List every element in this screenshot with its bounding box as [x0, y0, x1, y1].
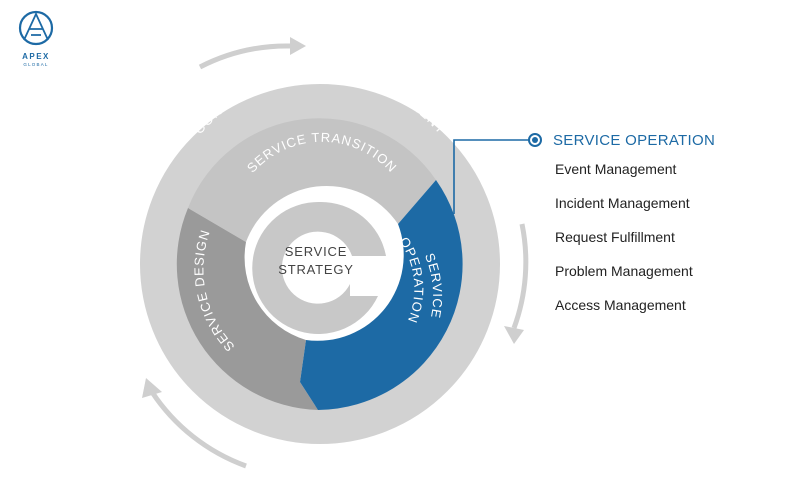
- legend-connector-line: [453, 139, 530, 214]
- service-operation-segment[interactable]: [300, 180, 463, 410]
- csi-ring: [140, 84, 500, 444]
- target-dot-icon: [528, 133, 542, 147]
- legend-item: Event Management: [555, 161, 677, 177]
- logo-peak-icon: [23, 11, 49, 41]
- bottom-arrow-head-icon: [142, 378, 162, 398]
- legend-title: SERVICE OPERATION: [553, 131, 716, 149]
- top-arrow-head-icon: [290, 37, 306, 55]
- service-strategy-label-line1: SERVICE: [285, 244, 347, 259]
- service-transition-segment: [188, 118, 436, 242]
- right-arrow-arc: [511, 223, 529, 329]
- right-arrow-head-icon: [504, 326, 524, 344]
- service-design-segment: [176, 208, 318, 410]
- legend-list: Event Management Incident Management Req…: [528, 152, 715, 322]
- service-strategy-ring: [252, 201, 386, 334]
- legend-item: Access Management: [555, 297, 686, 313]
- logo-name: APEX: [22, 52, 50, 61]
- logo-tagline: GLOBAL: [23, 62, 48, 67]
- bottom-arrow-arc: [149, 390, 247, 469]
- legend-header: SERVICE OPERATION: [528, 128, 715, 152]
- legend-item: Request Fulfillment: [555, 229, 675, 245]
- top-arrow-arc: [198, 43, 291, 70]
- service-strategy-label-line2: STRATEGY: [278, 262, 354, 277]
- legend-item: Problem Management: [555, 263, 693, 279]
- service-operation-legend: SERVICE OPERATION Event Management Incid…: [528, 128, 715, 322]
- apex-logo: APEX GLOBAL: [18, 10, 54, 67]
- legend-item: Incident Management: [555, 195, 690, 211]
